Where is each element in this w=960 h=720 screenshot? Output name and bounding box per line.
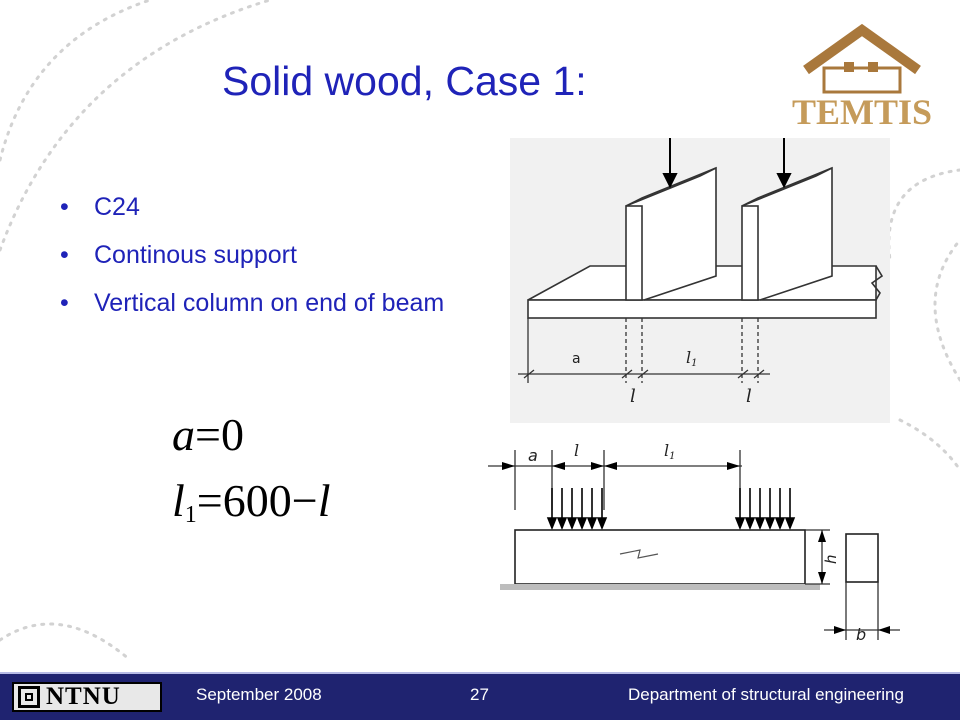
bullet-glyph: •: [60, 241, 69, 269]
bullet-item: • C24: [58, 192, 468, 222]
equation-a: a=0: [172, 409, 244, 460]
footer-bar: NTNU September 2008 27 Department of str…: [0, 672, 960, 720]
footer-date: September 2008: [196, 685, 322, 704]
bullet-text: C24: [94, 193, 140, 221]
dim-label-a: a: [528, 446, 538, 465]
dim-label-l1: l1: [664, 441, 676, 462]
dim-label-a: a: [572, 351, 581, 367]
dim-label-l: l: [574, 441, 579, 460]
footer-divider: [0, 672, 960, 674]
bullet-glyph: •: [60, 193, 69, 221]
page-number: 27: [470, 685, 489, 704]
bullet-item: • Continous support: [58, 240, 468, 270]
bullet-text: Continous support: [94, 241, 297, 269]
bullet-glyph: •: [60, 289, 69, 317]
dim-label-h: h: [822, 554, 840, 564]
bullet-item: • Vertical column on end of beam: [58, 288, 468, 318]
dim-label-l1: l1: [686, 348, 698, 369]
logo-text: TEMTIS: [792, 92, 932, 132]
temtis-logo: TEMTIS: [792, 23, 932, 132]
ntnu-logo-text: NTNU: [46, 683, 121, 710]
slide-title: Solid wood, Case 1:: [222, 58, 587, 104]
ntnu-square-icon: [18, 686, 40, 708]
equation-l1: l1=600−l: [172, 475, 331, 528]
ntnu-logo: NTNU: [12, 682, 162, 712]
dim-label-l-right: l: [746, 386, 752, 407]
bullet-text: Vertical column on end of beam: [94, 289, 445, 317]
bullet-list: • C24 • Continous support • Vertical column…: [58, 192, 468, 336]
dim-label-b: b: [856, 625, 866, 644]
figure-beam-section: a l l1: [488, 430, 900, 660]
footer-department: Department of structural engineering: [628, 685, 904, 704]
dim-label-l-left: l: [630, 386, 636, 407]
figure-columns-on-beam: a l1 l l: [510, 138, 890, 423]
